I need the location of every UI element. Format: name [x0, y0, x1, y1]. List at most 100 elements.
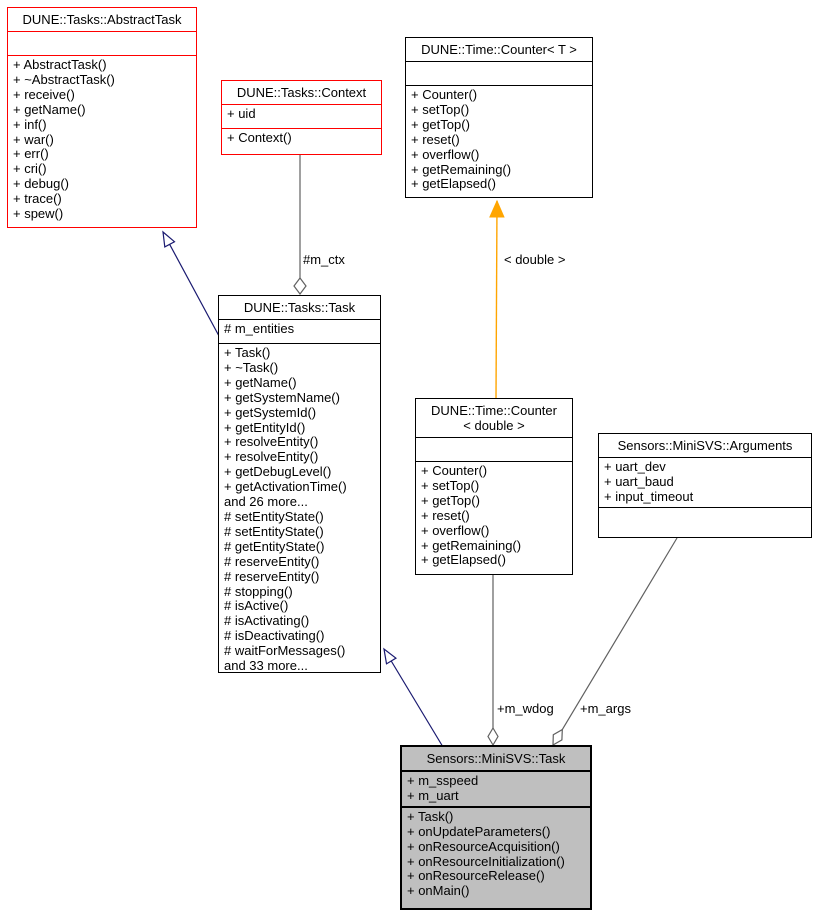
- edge-label-m-wdog: +m_wdog: [497, 701, 554, 716]
- class-box-abstract-task[interactable]: DUNE::Tasks::AbstractTask + AbstractTask…: [7, 7, 197, 228]
- member-row: + Task(): [407, 808, 454, 824]
- member-row: + resolveEntity(): [224, 434, 319, 450]
- class-methods: + Task()+ ~Task()+ getName()+ getSystemN…: [219, 344, 380, 674]
- edge-inheritance-task-to-abstracttask: [162, 230, 220, 337]
- member-row: + war(): [13, 131, 54, 147]
- class-title: Sensors::MiniSVS::Arguments: [599, 434, 811, 458]
- member-row: # reserveEntity(): [224, 568, 320, 584]
- member-row: # m_entities: [224, 321, 295, 336]
- member-row: + getEntityId(): [224, 419, 306, 435]
- member-row: + onMain(): [407, 883, 470, 899]
- member-row: and 33 more...: [224, 658, 308, 674]
- edge-member-m-args: [561, 537, 678, 730]
- member-row: # isDeactivating(): [224, 628, 325, 644]
- member-row: + reset(): [421, 507, 470, 523]
- member-row: + getSystemName(): [224, 389, 340, 405]
- member-row: + getRemaining(): [421, 537, 522, 553]
- class-attributes: + uid: [222, 105, 381, 129]
- class-attributes: + m_sspeed+ m_uart: [402, 772, 590, 808]
- member-row: + getDebugLevel(): [224, 464, 332, 480]
- class-box-context[interactable]: DUNE::Tasks::Context + uid + Context(): [221, 80, 382, 155]
- member-row: + uart_baud: [604, 473, 674, 489]
- class-box-task[interactable]: DUNE::Tasks::Task # m_entities + Task()+…: [218, 295, 381, 673]
- member-row: + resolveEntity(): [224, 449, 319, 465]
- member-row: + setTop(): [411, 101, 470, 117]
- edge-label-m-ctx: #m_ctx: [303, 252, 345, 267]
- member-row: # isActivating(): [224, 613, 310, 629]
- edge-template-instantiation: [489, 199, 505, 399]
- member-row: + input_timeout: [604, 488, 694, 504]
- member-row: + AbstractTask(): [13, 57, 107, 72]
- member-row: + uart_dev: [604, 459, 666, 474]
- member-row: + Context(): [227, 130, 292, 145]
- class-methods: + Context(): [222, 129, 381, 154]
- member-row: + getRemaining(): [411, 161, 512, 177]
- class-title-line2: < double >: [463, 418, 525, 433]
- member-row: + setTop(): [421, 477, 480, 493]
- edge-label-m-args: +m_args: [580, 701, 631, 716]
- member-row: # waitForMessages(): [224, 643, 346, 659]
- member-row: + Counter(): [411, 87, 478, 102]
- edge-inheritance-minisvs-to-task: [383, 647, 444, 748]
- member-row: + onResourceAcquisition(): [407, 838, 560, 854]
- member-row: + receive(): [13, 86, 75, 102]
- class-title: Sensors::MiniSVS::Task: [402, 747, 590, 772]
- class-title: DUNE::Tasks::Task: [219, 296, 380, 320]
- diamond-m-wdog: [487, 726, 499, 747]
- class-title: DUNE::Tasks::Context: [222, 81, 381, 105]
- class-methods: + Counter()+ setTop()+ getTop()+ reset()…: [416, 462, 572, 574]
- member-row: + trace(): [13, 191, 62, 207]
- class-box-counter-double[interactable]: DUNE::Time::Counter < double > + Counter…: [415, 398, 573, 575]
- member-row: + getTop(): [411, 116, 470, 132]
- member-row: + getElapsed(): [421, 552, 506, 568]
- class-methods: + Counter()+ setTop()+ getTop()+ reset()…: [406, 86, 592, 197]
- member-row: + getName(): [13, 101, 86, 117]
- member-row: + ~AbstractTask(): [13, 71, 115, 87]
- member-row: + inf(): [13, 116, 47, 132]
- class-attributes: # m_entities: [219, 320, 380, 344]
- member-row: + debug(): [13, 176, 70, 192]
- class-attributes: [406, 62, 592, 86]
- member-row: + Counter(): [421, 463, 488, 478]
- member-row: # setEntityState(): [224, 508, 324, 524]
- edge-label-template-double: < double >: [504, 252, 566, 267]
- member-row: + err(): [13, 146, 49, 162]
- member-row: # isActive(): [224, 598, 289, 614]
- class-methods: + Task()+ onUpdateParameters()+ onResour…: [402, 808, 590, 908]
- member-row: + m_sspeed: [407, 773, 479, 788]
- diamond-m-args: [552, 728, 563, 747]
- class-methods: + AbstractTask()+ ~AbstractTask()+ recei…: [8, 56, 196, 227]
- member-row: + getSystemId(): [224, 404, 317, 420]
- member-row: + ~Task(): [224, 359, 279, 375]
- member-row: + overflow(): [421, 522, 490, 538]
- member-row: + uid: [227, 106, 256, 121]
- member-row: + onUpdateParameters(): [407, 823, 551, 839]
- class-title: DUNE::Time::Counter < double >: [416, 399, 572, 438]
- member-row: # stopping(): [224, 583, 293, 599]
- class-title-line1: DUNE::Time::Counter: [431, 403, 557, 418]
- class-attributes: [8, 32, 196, 56]
- class-title: DUNE::Tasks::AbstractTask: [8, 8, 196, 32]
- member-row: # reserveEntity(): [224, 553, 320, 569]
- member-row: + getName(): [224, 374, 297, 390]
- diamond-m-ctx: [293, 277, 307, 295]
- member-row: + overflow(): [411, 146, 480, 162]
- class-box-minisvs-task[interactable]: Sensors::MiniSVS::Task + m_sspeed+ m_uar…: [400, 745, 592, 910]
- class-box-arguments[interactable]: Sensors::MiniSVS::Arguments + uart_dev+ …: [598, 433, 812, 538]
- member-row: + cri(): [13, 161, 47, 177]
- member-row: + spew(): [13, 206, 64, 222]
- member-row: and 26 more...: [224, 494, 308, 510]
- member-row: + Task(): [224, 345, 271, 360]
- member-row: # getEntityState(): [224, 538, 325, 554]
- member-row: # setEntityState(): [224, 523, 324, 539]
- member-row: + m_uart: [407, 787, 459, 803]
- member-row: + onResourceRelease(): [407, 868, 545, 884]
- member-row: + reset(): [411, 131, 460, 147]
- class-box-counter-t[interactable]: DUNE::Time::Counter< T > + Counter()+ se…: [405, 37, 593, 198]
- class-title: DUNE::Time::Counter< T >: [406, 38, 592, 62]
- class-methods: [599, 508, 811, 537]
- member-row: + getActivationTime(): [224, 479, 347, 495]
- member-row: + getTop(): [421, 492, 480, 508]
